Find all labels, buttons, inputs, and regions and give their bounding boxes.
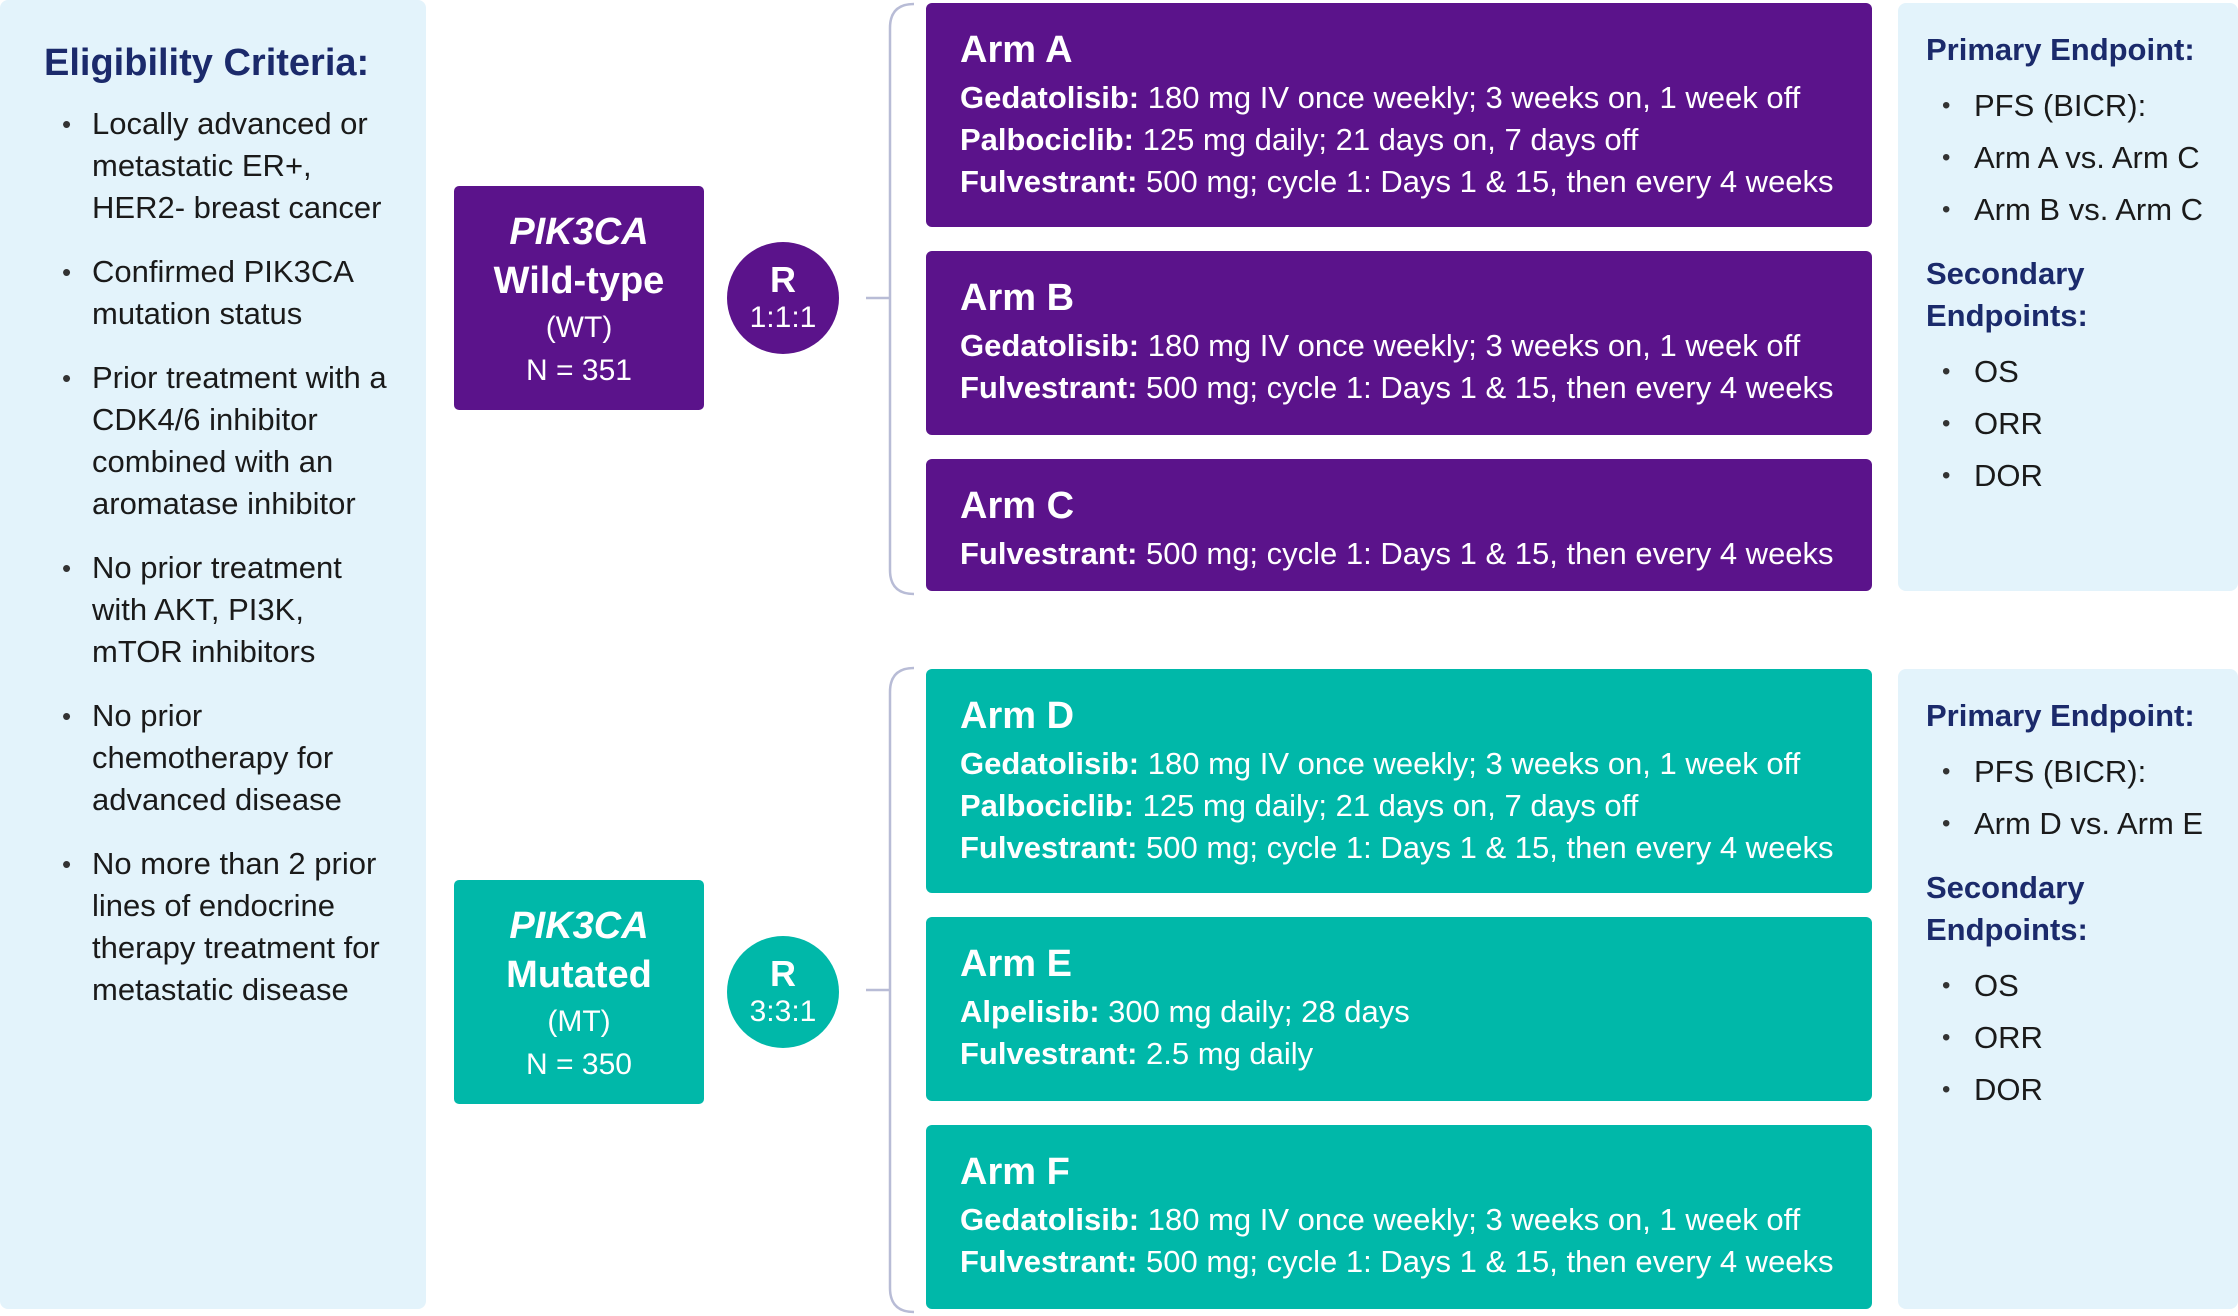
arm-regimen-line: Palbociclib: 125 mg daily; 21 days on, 7… <box>960 788 1639 823</box>
arm-title: Arm B <box>960 277 1075 319</box>
arm-title: Arm A <box>960 29 1073 71</box>
list-item: •Arm B vs. Arm C <box>1926 189 2238 231</box>
randomization-circle-mt: R 3:3:1 <box>727 936 839 1048</box>
bullet-icon: • <box>1942 410 1951 437</box>
list-item: •Prior treatment with a CDK4/6 inhibitor… <box>44 357 396 525</box>
primary-endpoint-list: •PFS (BICR): •Arm A vs. Arm C •Arm B vs.… <box>1926 85 2238 231</box>
eligibility-title: Eligibility Criteria: <box>44 42 370 84</box>
endpoints-panel-mt: Primary Endpoint: •PFS (BICR): •Arm D vs… <box>1898 669 2238 1309</box>
arm-regimen-line: Fulvestrant: 500 mg; cycle 1: Days 1 & 1… <box>960 164 1834 199</box>
bullet-icon: • <box>1942 462 1951 489</box>
secondary-endpoint-list: •OS •ORR •DOR <box>1926 351 2238 497</box>
list-item: •PFS (BICR): <box>1926 751 2238 793</box>
cohort-abbr: (WT) <box>545 311 613 344</box>
arm-a-box: Arm A Gedatolisib: 180 mg IV once weekly… <box>926 3 1872 227</box>
arm-regimen-line: Fulvestrant: 2.5 mg daily <box>960 1036 1314 1071</box>
randomization-ratio: 3:3:1 <box>749 995 817 1028</box>
primary-endpoint-heading: Primary Endpoint: <box>1926 698 2195 733</box>
bullet-icon: • <box>62 701 72 731</box>
bullet-icon: • <box>1942 358 1951 385</box>
list-item: •ORR <box>1926 403 2238 445</box>
bullet-icon: • <box>1942 972 1951 999</box>
list-item: •No prior treatment with AKT, PI3K, mTOR… <box>44 547 396 673</box>
bullet-icon: • <box>62 363 72 393</box>
list-item: •DOR <box>1926 455 2238 497</box>
randomization-label: R <box>770 259 796 300</box>
arm-title: Arm E <box>960 943 1072 985</box>
list-item: •No more than 2 prior lines of endocrine… <box>44 843 396 1011</box>
arm-regimen-line: Gedatolisib: 180 mg IV once weekly; 3 we… <box>960 80 1801 115</box>
primary-endpoint-heading: Primary Endpoint: <box>1926 32 2195 67</box>
list-item: •DOR <box>1926 1069 2238 1111</box>
cohort-abbr: (MT) <box>547 1005 611 1038</box>
randomization-ratio: 1:1:1 <box>749 301 817 334</box>
bullet-icon: • <box>62 553 72 583</box>
list-item: •Arm A vs. Arm C <box>1926 137 2238 179</box>
list-item: •OS <box>1926 351 2238 393</box>
list-item: •OS <box>1926 965 2238 1007</box>
bullet-icon: • <box>1942 1024 1951 1051</box>
bullet-icon: • <box>1942 92 1951 119</box>
cohort-n: N = 351 <box>526 354 632 387</box>
list-item: •No prior chemotherapy for advanced dise… <box>44 695 396 821</box>
cohort-box-mutated: PIK3CA Mutated (MT) N = 350 <box>454 880 704 1104</box>
endpoints-panel-wt: Primary Endpoint: •PFS (BICR): •Arm A vs… <box>1898 3 2238 591</box>
arm-title: Arm F <box>960 1151 1070 1193</box>
bracket-mt <box>866 666 915 1314</box>
arm-regimen-line: Fulvestrant: 500 mg; cycle 1: Days 1 & 1… <box>960 370 1834 405</box>
list-item: •ORR <box>1926 1017 2238 1059</box>
cohort-n: N = 350 <box>526 1048 632 1081</box>
cohort-status: Mutated <box>506 954 652 996</box>
arm-regimen-line: Palbociclib: 125 mg daily; 21 days on, 7… <box>960 122 1639 157</box>
bullet-icon: • <box>1942 144 1951 171</box>
list-item: •Arm D vs. Arm E <box>1926 803 2238 845</box>
arm-title: Arm D <box>960 695 1075 737</box>
eligibility-list: •Locally advanced or metastatic ER+, HER… <box>44 103 396 1011</box>
eligibility-panel: Eligibility Criteria: •Locally advanced … <box>0 0 426 1309</box>
arm-regimen-line: Gedatolisib: 180 mg IV once weekly; 3 we… <box>960 746 1801 781</box>
bullet-icon: • <box>1942 1076 1951 1103</box>
randomization-circle-wt: R 1:1:1 <box>727 242 839 354</box>
arm-e-box: Arm E Alpelisib: 300 mg daily; 28 days F… <box>926 917 1872 1101</box>
secondary-endpoint-list: •OS •ORR •DOR <box>1926 965 2238 1111</box>
arm-title: Arm C <box>960 485 1075 527</box>
arm-f-box: Arm F Gedatolisib: 180 mg IV once weekly… <box>926 1125 1872 1309</box>
arm-regimen-line: Fulvestrant: 500 mg; cycle 1: Days 1 & 1… <box>960 830 1834 865</box>
list-item: •Locally advanced or metastatic ER+, HER… <box>44 103 396 229</box>
cohort-gene: PIK3CA <box>509 211 649 253</box>
arm-regimen-line: Fulvestrant: 500 mg; cycle 1: Days 1 & 1… <box>960 536 1834 571</box>
bullet-icon: • <box>1942 758 1951 785</box>
cohort-box-wild-type: PIK3CA Wild-type (WT) N = 351 <box>454 186 704 410</box>
bullet-icon: • <box>62 257 72 287</box>
arm-b-box: Arm B Gedatolisib: 180 mg IV once weekly… <box>926 251 1872 435</box>
bullet-icon: • <box>62 109 72 139</box>
list-item: •Confirmed PIK3CA mutation status <box>44 251 396 335</box>
primary-endpoint-list: •PFS (BICR): •Arm D vs. Arm E <box>1926 751 2238 845</box>
bullet-icon: • <box>1942 810 1951 837</box>
arm-regimen-line: Fulvestrant: 500 mg; cycle 1: Days 1 & 1… <box>960 1244 1834 1279</box>
bullet-icon: • <box>1942 196 1951 223</box>
bracket-connectors <box>866 2 915 1314</box>
bracket-wt <box>866 2 915 596</box>
arm-c-box: Arm C Fulvestrant: 500 mg; cycle 1: Days… <box>926 459 1872 591</box>
cohort-status: Wild-type <box>493 260 665 302</box>
list-item: •PFS (BICR): <box>1926 85 2238 127</box>
cohort-gene: PIK3CA <box>509 905 649 947</box>
arm-regimen-line: Gedatolisib: 180 mg IV once weekly; 3 we… <box>960 328 1801 363</box>
arm-regimen-line: Gedatolisib: 180 mg IV once weekly; 3 we… <box>960 1202 1801 1237</box>
arm-d-box: Arm D Gedatolisib: 180 mg IV once weekly… <box>926 669 1872 893</box>
bullet-icon: • <box>62 849 72 879</box>
randomization-label: R <box>770 953 796 994</box>
arm-regimen-line: Alpelisib: 300 mg daily; 28 days <box>960 994 1410 1029</box>
